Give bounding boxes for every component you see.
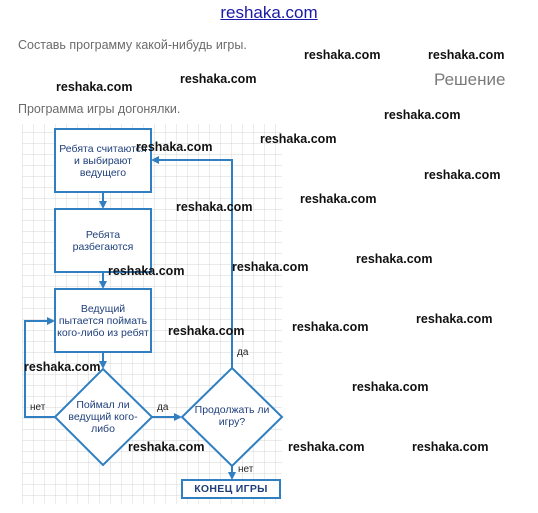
watermark: reshaka.com xyxy=(168,324,245,338)
watermark: reshaka.com xyxy=(108,264,185,278)
caught-decision-text: Поймал ли ведущий кого-либо xyxy=(68,399,138,435)
watermark: reshaka.com xyxy=(136,140,213,154)
watermark: reshaka.com xyxy=(384,108,461,122)
yes-label-continue: да xyxy=(237,347,249,358)
intro-text: Программа игры догонялки. xyxy=(18,102,181,116)
watermark: reshaka.com xyxy=(128,440,205,454)
watermark: reshaka.com xyxy=(288,440,365,454)
scatter-step-text: Ребята разбегаются xyxy=(72,228,134,253)
start-step-text: Ребята считаются и выбирают ведущего xyxy=(59,142,147,179)
watermark: reshaka.com xyxy=(412,440,489,454)
watermark: reshaka.com xyxy=(24,360,101,374)
chase-step-text: Ведущий пытается поймать кого-либо из ре… xyxy=(57,302,149,339)
watermark: reshaka.com xyxy=(292,320,369,334)
no-label-caught: нет xyxy=(30,402,46,413)
watermark: reshaka.com xyxy=(424,168,501,182)
caught-decision-shape xyxy=(53,367,154,467)
watermark: reshaka.com xyxy=(356,252,433,266)
watermark: reshaka.com xyxy=(176,200,253,214)
watermark: reshaka.com xyxy=(304,48,381,62)
arrow-no-caught-loop xyxy=(24,317,55,418)
watermark: reshaka.com xyxy=(416,312,493,326)
task-text: Составь программу какой-нибудь игры. xyxy=(18,38,247,52)
watermark: reshaka.com xyxy=(260,132,337,146)
end-label: КОНЕЦ ИГРЫ xyxy=(194,483,268,495)
watermark: reshaka.com xyxy=(232,260,309,274)
chase-box xyxy=(54,288,152,353)
continue-decision-text: Продолжать ли игру? xyxy=(194,404,270,428)
yes-label-caught: да xyxy=(157,402,169,413)
solution-heading: Решение xyxy=(434,70,506,89)
end-box xyxy=(181,479,281,499)
no-label-continue: нет xyxy=(238,464,254,475)
watermark: reshaka.com xyxy=(300,192,377,206)
watermark: reshaka.com xyxy=(180,72,257,86)
watermark: reshaka.com xyxy=(428,48,505,62)
site-link[interactable]: reshaka.com xyxy=(220,3,318,22)
watermark: reshaka.com xyxy=(352,380,429,394)
watermark: reshaka.com xyxy=(56,80,133,94)
arrow-yes-continue-loop xyxy=(151,156,233,368)
